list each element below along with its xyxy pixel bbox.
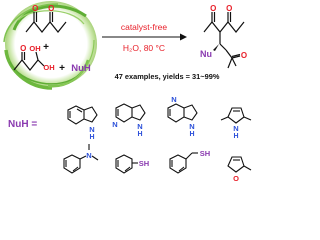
scope-summary: 47 examples, yields = 31~99% [115, 72, 220, 81]
nitrogen-label: N [171, 95, 176, 104]
hydroxyl-label: OH [43, 63, 54, 72]
oxygen-label: O [210, 4, 216, 13]
arrow-condition-solvent-temp: H₂O, 80 °C [123, 43, 165, 53]
plus-sign-1: + [43, 42, 49, 53]
amine-h-label: H [189, 131, 194, 138]
acetylacetone-structure [25, 12, 67, 33]
hydroxyl-label: OH [29, 44, 40, 53]
amine-h-label: H [89, 134, 94, 141]
oxygen-label: O [48, 4, 54, 13]
7-azaindole-structure [115, 103, 146, 123]
nitrogen-label: N [86, 151, 91, 160]
oxygen-label: O [32, 4, 38, 13]
thiol-label: SH [139, 159, 149, 168]
nitrogen-label: N [112, 120, 117, 129]
reaction-scheme: O O + O OH OH + NuH catalyst-free H₂O, 8… [3, 1, 252, 183]
product-nu-label: Nu [200, 49, 212, 59]
glyoxal-hydrate-structure [13, 51, 45, 71]
oxygen-label: O [20, 44, 26, 53]
wedge-bond [213, 44, 219, 51]
2,5-dimethylpyrrole-structure [220, 107, 252, 124]
thiophenol-structure [115, 154, 138, 174]
arrow-condition-catalyst: catalyst-free [121, 22, 168, 32]
2-methylfuran-structure [227, 156, 252, 173]
oxygen-label: O [233, 174, 239, 183]
oxygen-label: O [241, 51, 247, 60]
water-bubble [3, 1, 97, 90]
amine-h-label: H [233, 133, 238, 140]
oxygen-label: O [226, 4, 232, 13]
product-structure [203, 12, 245, 69]
benzyl-mercaptan-structure [169, 152, 198, 174]
thiol-label: SH [200, 149, 210, 158]
nitrogen-label: N [137, 122, 142, 131]
nitrogen-label: N [189, 122, 194, 131]
nucleophile-label: NuH [71, 63, 91, 74]
plus-sign-2: + [59, 63, 65, 74]
nitrogen-label: N [89, 125, 94, 134]
dimethylaniline-structure [63, 144, 99, 174]
nitrogen-label: N [233, 124, 238, 133]
reaction-arrow [102, 33, 187, 41]
nuh-equals-label: NuH = [8, 119, 37, 130]
amine-h-label: H [137, 131, 142, 138]
4-azaindole-structure [167, 103, 198, 123]
indole-structure [67, 105, 98, 125]
